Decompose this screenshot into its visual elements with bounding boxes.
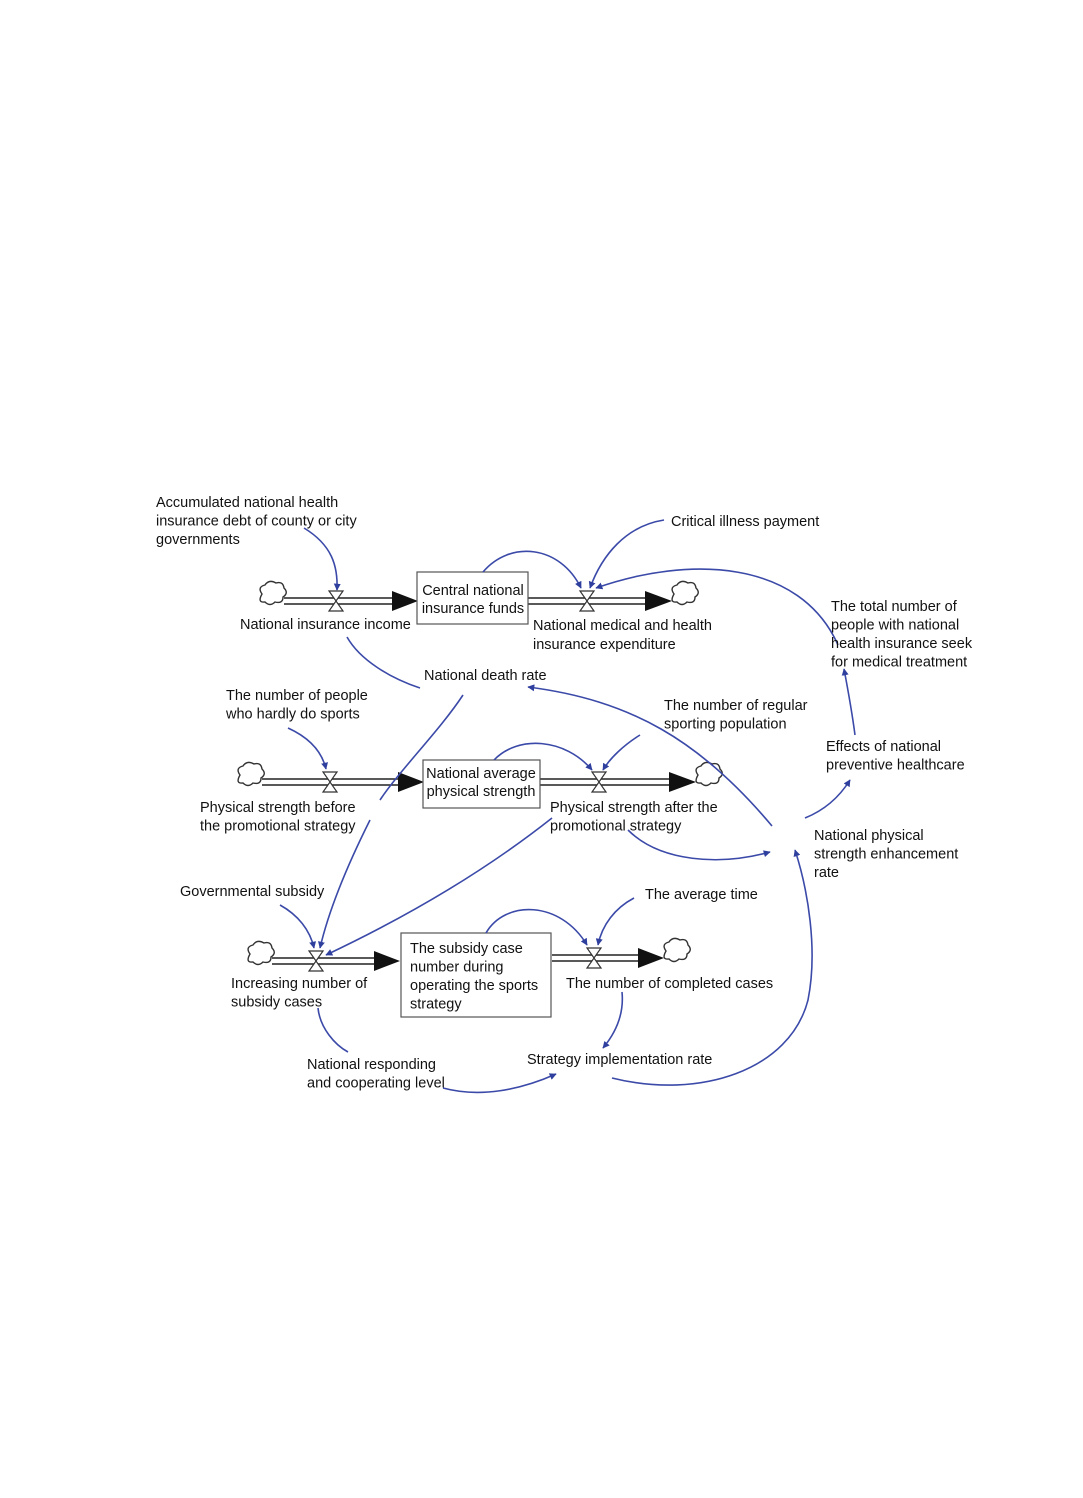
- cloud-sink-row2: [695, 761, 723, 787]
- flow-arrow-row3-out: [638, 948, 664, 968]
- link-responding-to-implementation: [442, 1073, 557, 1094]
- stocks: [400, 571, 552, 1018]
- variable-label-death-rate: National death rate: [424, 668, 547, 684]
- valve-strength-before: [321, 771, 339, 793]
- cloud-sink-row3: [663, 937, 691, 963]
- valve-increasing-cases: [307, 950, 325, 972]
- stock-box-avg-strength[interactable]: [422, 759, 541, 809]
- variable-label-insurance-income: National insurance income: [240, 617, 411, 633]
- link-income-to-deathrate: [346, 636, 421, 689]
- link-enhancement-to-deathrate: [527, 684, 773, 827]
- pipe-row2-right: [540, 778, 676, 786]
- valves: [307, 590, 608, 972]
- stock-box-subsidy-cases[interactable]: [400, 932, 552, 1018]
- link-subsidy-to-increasing: [279, 904, 317, 949]
- link-enhancement-to-effects: [804, 779, 851, 819]
- link-critical-to-expenditure: [588, 519, 665, 589]
- pipe-row1-left: [284, 597, 400, 605]
- link-debt-to-income: [303, 527, 341, 591]
- link-avg-to-after: [493, 742, 593, 771]
- variable-label-completed-cases: The number of completed cases: [566, 976, 773, 992]
- variable-label-gov-subsidy: Governmental subsidy: [180, 884, 325, 900]
- flow-pipes: [262, 597, 676, 965]
- link-avgtime-to-completed: [595, 897, 635, 946]
- flow-arrow-row1-in: [392, 591, 418, 611]
- causal-links: [279, 519, 856, 1094]
- stock-box-central-funds[interactable]: [416, 571, 529, 625]
- link-increasing-to-responding: [317, 1007, 349, 1053]
- link-seek-to-expenditure: [595, 568, 839, 646]
- flow-arrow-row2-in: [398, 772, 424, 792]
- link-deathrate-to-before: [379, 694, 464, 801]
- cloud-source-row2: [237, 761, 265, 787]
- variable-label-average-time: The average time: [645, 887, 758, 903]
- link-effects-to-seek: [841, 668, 856, 736]
- variable-label-critical-illness: Critical illness payment: [671, 514, 819, 530]
- link-before-to-increasing: [318, 819, 371, 949]
- link-funds-to-expenditure: [482, 550, 582, 589]
- link-regular-to-after: [602, 734, 641, 771]
- valve-insurance-income: [327, 590, 345, 612]
- flow-arrowheads: [374, 591, 696, 971]
- flow-arrow-row2-out: [669, 772, 696, 792]
- pipe-row2-left: [262, 778, 404, 786]
- valve-strength-after: [590, 771, 608, 793]
- cloud-source-row3: [247, 940, 275, 966]
- link-hardlysports-to-before: [287, 727, 328, 770]
- pipe-row3-right: [552, 954, 644, 962]
- variable-label-implementation-rate: Strategy implementation rate: [527, 1052, 712, 1068]
- valve-medical-expenditure: [578, 590, 596, 612]
- pipe-row3-left: [272, 957, 380, 965]
- flow-arrow-row3-in: [374, 951, 400, 971]
- cloud-source-row1: [259, 580, 287, 606]
- cloud-sink-row1: [671, 580, 699, 606]
- link-after-to-increasing: [325, 817, 553, 956]
- valve-completed-cases: [585, 947, 603, 969]
- clouds: [237, 580, 723, 966]
- flow-arrow-row1-out: [645, 591, 672, 611]
- link-after-to-enhancement: [627, 829, 771, 861]
- link-completed-to-implementation: [602, 991, 624, 1049]
- link-cases-to-completed: [485, 908, 588, 946]
- pipe-row1-right: [528, 597, 652, 605]
- link-implementation-to-enhancement: [611, 849, 813, 1086]
